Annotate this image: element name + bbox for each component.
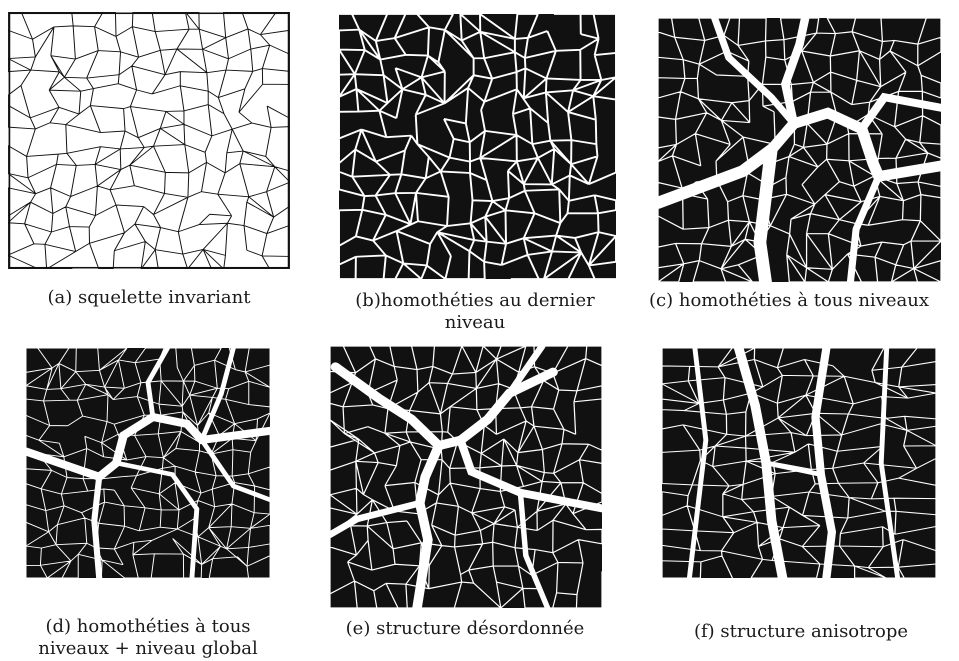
caption-b-line-2: niveau <box>330 312 620 334</box>
caption-d-line-1: (d) homothéties à tous <box>0 616 296 638</box>
panel-f-svg <box>662 348 936 578</box>
panel-c-all-levels-scaling-image <box>658 18 941 282</box>
caption-f-line-1: (f) structure anisotrope <box>660 621 942 643</box>
caption-c-line-1: (c) homothéties à tous niveaux <box>620 290 958 312</box>
panel-f-anisotropic-structure-image <box>662 348 936 578</box>
panel-b-last-level-scaling-image <box>339 14 616 279</box>
panel-b-svg <box>339 14 616 279</box>
panel-e-svg <box>330 346 602 608</box>
caption-b-line-1: (b)homothéties au dernier <box>330 290 620 312</box>
panel-a-svg <box>8 12 290 269</box>
panel-d-all-levels-plus-global-image <box>26 348 270 578</box>
caption-d: (d) homothéties à tous niveaux + niveau … <box>0 616 296 660</box>
caption-c: (c) homothéties à tous niveaux <box>620 290 958 312</box>
panel-d-svg <box>26 348 270 578</box>
caption-b: (b)homothéties au dernier niveau <box>330 290 620 334</box>
panel-a-invariant-skeleton-image <box>8 12 290 269</box>
panel-e-disordered-structure-image <box>330 346 602 608</box>
panel-c-svg <box>658 18 941 282</box>
caption-e-line-1: (e) structure désordonnée <box>320 618 610 640</box>
caption-a-line-1: (a) squelette invariant <box>8 287 290 309</box>
caption-e: (e) structure désordonnée <box>320 618 610 640</box>
caption-a: (a) squelette invariant <box>8 287 290 309</box>
caption-f: (f) structure anisotrope <box>660 621 942 643</box>
caption-d-line-2: niveaux + niveau global <box>0 638 296 660</box>
